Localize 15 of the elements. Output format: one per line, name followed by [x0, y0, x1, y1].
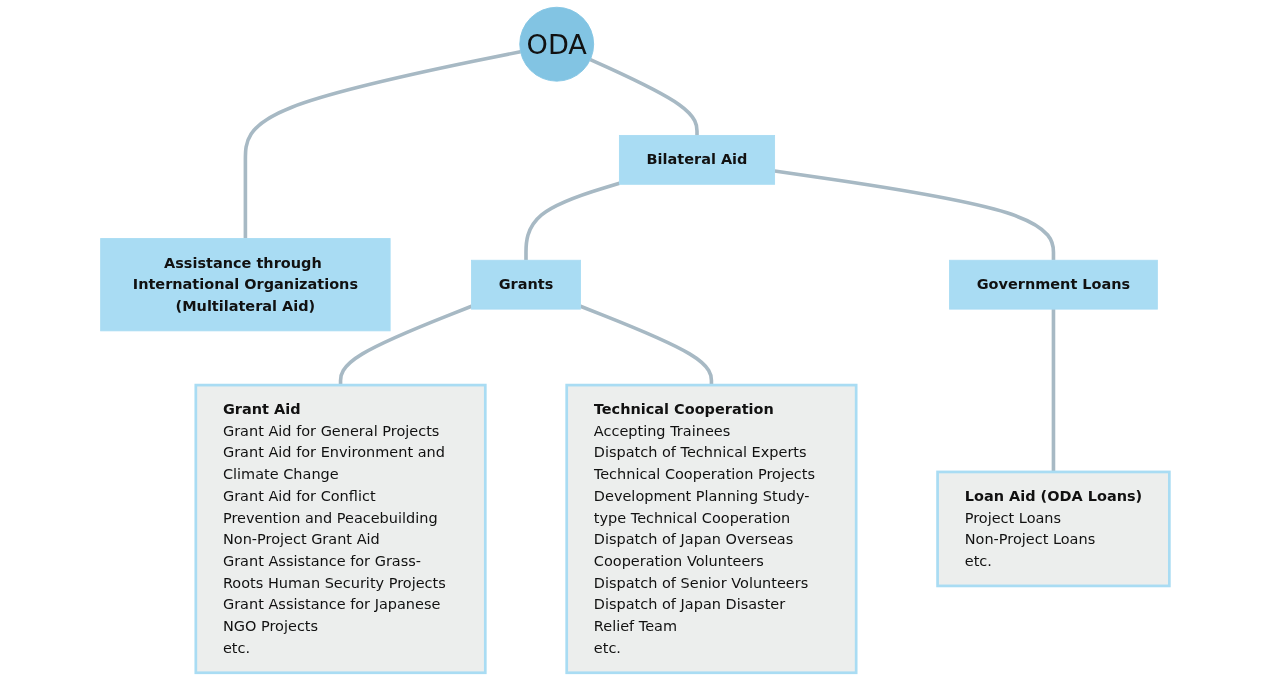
connector: [589, 57, 699, 136]
connector: [579, 304, 714, 386]
connector: [1051, 309, 1056, 472]
connector: [524, 181, 620, 261]
node-box: Loan Aid (ODA Loans) Project Loans Non-Project Loans etc.: [936, 470, 1171, 588]
node-box: Technical Cooperation Accepting Trainees Dispatch of Technical Experts Technical Cooperation Projects Development Planning Study-type Technical Cooperation Dispatch of Japan Overseas Cooperation Volunteers Dispatch of Senior Volunteers Dispatch of Japan Disaster Relief Team etc.: [565, 383, 858, 675]
node-circle: ODA: [519, 6, 595, 82]
node-box: Grant Aid Grant Aid for General Projects Grant Aid for Environment and Climate Change Grant Aid for Conflict Prevention and Peacebuilding Non-Project Grant Aid Grant Assistance for Grass-Roots Human Security Projects Grant Assistance for Japanese NGO Projects etc.: [194, 383, 487, 675]
connector: [243, 49, 521, 239]
node-box: Government Loans: [949, 259, 1158, 310]
node-box: Grants: [471, 259, 581, 310]
connector: [774, 169, 1056, 261]
node-box: Bilateral Aid: [618, 135, 776, 185]
node-box: Assistance through International Organizations (Multilateral Aid): [100, 238, 391, 332]
connector: [338, 304, 473, 386]
